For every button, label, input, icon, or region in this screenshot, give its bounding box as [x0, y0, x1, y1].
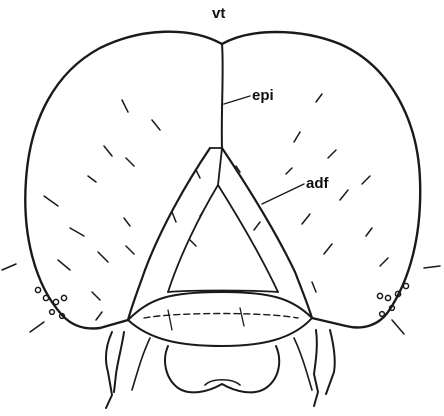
adfrontal-inner: [168, 185, 278, 292]
antenna-left: [106, 332, 124, 408]
clypeus: [128, 292, 312, 346]
label-vt: vt: [212, 5, 225, 22]
label-epi: epi: [252, 87, 274, 104]
stemmata-right: [377, 283, 408, 316]
leader-epi: [224, 96, 250, 104]
head-capsule-outline: [25, 32, 222, 329]
clypeus-dashed-line: [144, 314, 298, 319]
labrum: [165, 346, 279, 392]
antenna-right: [314, 330, 335, 406]
label-adf: adf: [306, 175, 330, 192]
epicranial-suture: [222, 44, 223, 148]
adfrontal-apex: [210, 148, 222, 185]
stemmata-left: [35, 287, 66, 318]
clypeus-setae: [168, 308, 244, 330]
leader-adf: [262, 184, 304, 204]
